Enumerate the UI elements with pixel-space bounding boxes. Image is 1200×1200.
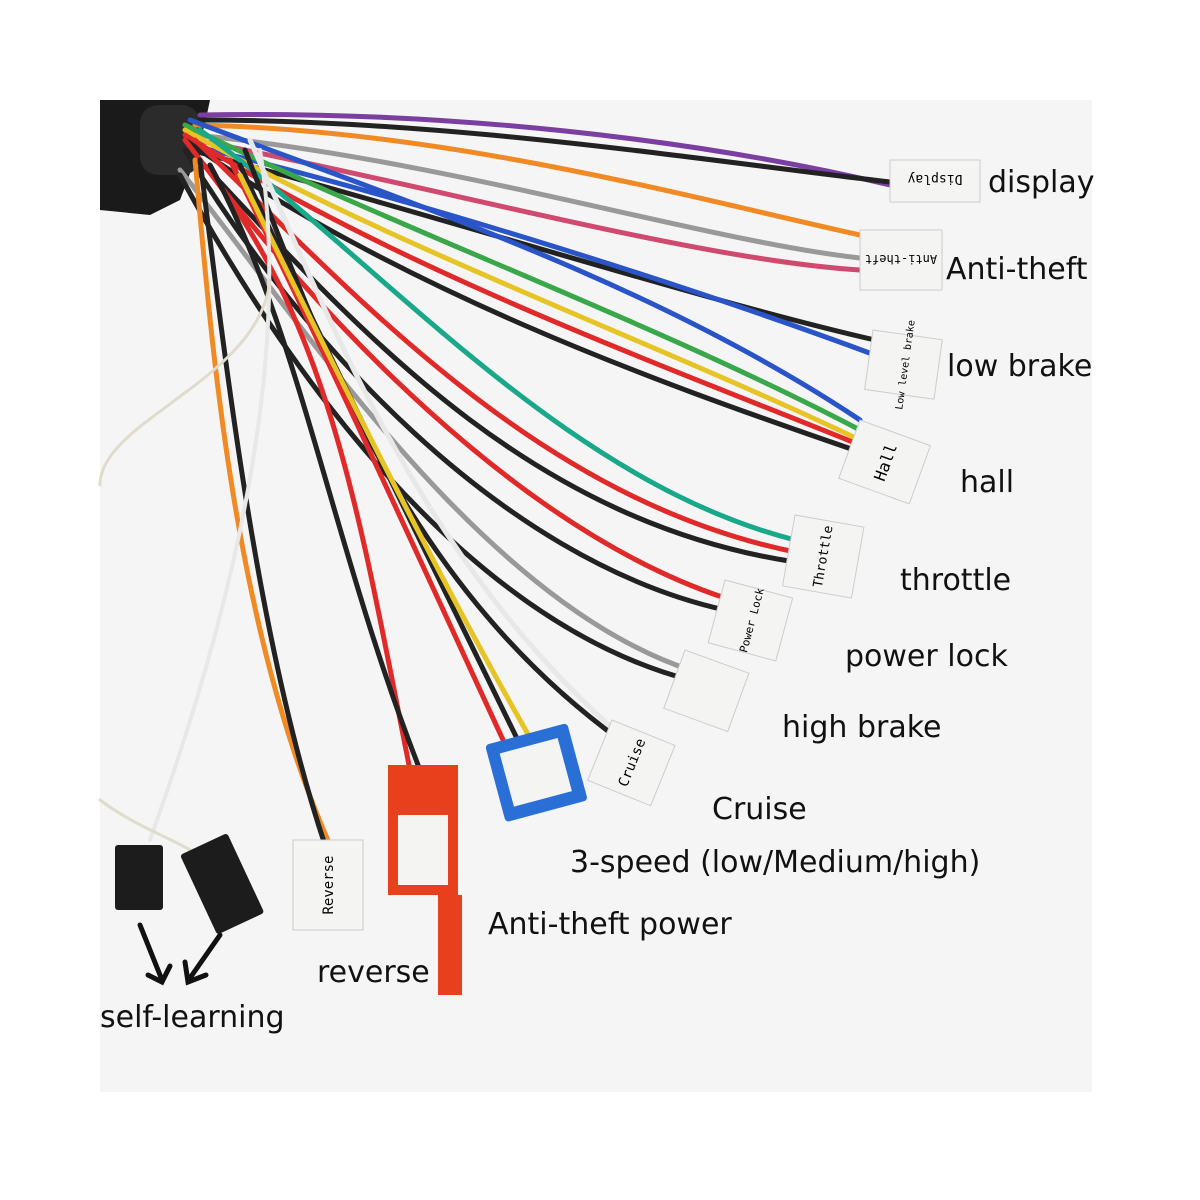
label-3-speed: 3-speed (low/Medium/high) — [570, 845, 981, 880]
wire-blue — [187, 142, 878, 358]
wire-orange — [192, 122, 863, 238]
plug-3-speed — [485, 723, 587, 822]
wire-red — [197, 157, 413, 773]
label-low-brake: low brake — [947, 349, 1093, 384]
label-self-learning: self-learning — [100, 1000, 285, 1035]
label-reverse: reverse — [317, 955, 430, 990]
wire-black — [187, 147, 878, 343]
plug-self-learning-a — [115, 845, 163, 910]
wire-white — [247, 137, 623, 738]
plug-throttle: Throttle — [781, 514, 865, 599]
label-throttle: throttle — [900, 563, 1012, 598]
plug-power-lock: Power Lock — [707, 579, 794, 662]
wire-green — [182, 122, 863, 433]
wire-black — [197, 157, 328, 848]
wire-orange — [192, 157, 333, 848]
wire-yellow — [182, 127, 863, 443]
label-anti-theft-power: Anti-theft power — [488, 907, 732, 942]
label-power-lock: power lock — [845, 639, 1008, 674]
wire-purple — [197, 111, 893, 188]
svg-text:Display: Display — [907, 171, 962, 186]
wire-grey — [192, 132, 863, 261]
wire-blue — [187, 117, 863, 423]
wire-white — [148, 148, 272, 842]
wire-black — [207, 162, 423, 773]
wire-thin-white — [98, 278, 272, 487]
wire-yellow — [237, 172, 543, 758]
svg-text:Reverse: Reverse — [321, 855, 337, 914]
wire-grey — [177, 167, 693, 673]
plug-low-brake: Low level brake — [864, 319, 943, 410]
plug-high-brake — [663, 649, 750, 733]
plug-hall: Hall — [838, 419, 932, 505]
wire-teal — [197, 127, 798, 543]
label-anti-theft: Anti-theft — [946, 252, 1088, 287]
plug-cruise: Cruise — [586, 719, 676, 807]
plug-anti-theft: Anti-theft — [859, 229, 943, 291]
label-cruise: Cruise — [712, 792, 807, 827]
plug-self-learning-b — [180, 834, 264, 934]
label-high-brake: high brake — [782, 710, 942, 745]
plug-reverse: Reverse — [292, 839, 364, 931]
arrow-icon — [137, 922, 223, 986]
svg-text:Anti-theft: Anti-theft — [865, 252, 937, 266]
label-display: display — [988, 165, 1095, 200]
wire-black — [197, 117, 893, 185]
wire-red — [182, 137, 728, 601]
wire-black — [182, 147, 728, 613]
plug-display: Display — [889, 159, 981, 203]
plug-anti-theft-power — [388, 765, 462, 995]
label-hall: hall — [960, 465, 1015, 500]
